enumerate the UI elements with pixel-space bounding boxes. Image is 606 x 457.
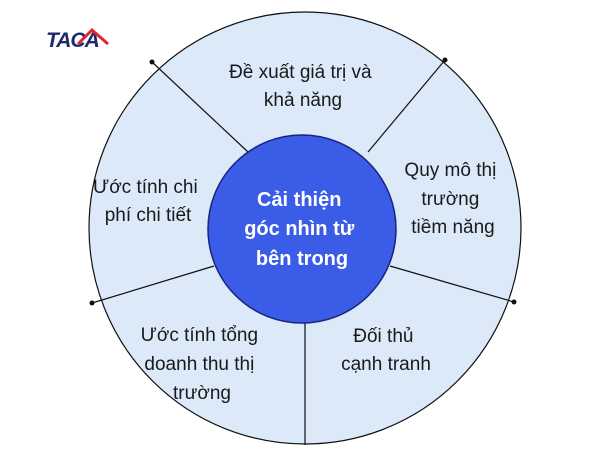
divider-line (367, 59, 446, 153)
segment-label-market-revenue: Ước tính tổng doanh thu thị trường (141, 325, 264, 404)
divider-dot (511, 299, 517, 305)
divider-dot (149, 59, 155, 65)
segment-label-cost-estimate: Ước tính chi phí chi tiết (93, 177, 203, 226)
taca-logo: TACA (46, 27, 109, 52)
divider-line (151, 61, 249, 153)
segment-label-market-size: Quy mô thị trường tiềm năng (404, 160, 501, 238)
segment-label-value-proposition: Đề xuất giá trị và khả năng (229, 62, 377, 111)
segment-dividers (89, 57, 517, 445)
divider-line (91, 265, 215, 304)
center-circle (207, 134, 397, 324)
divider-line (389, 265, 515, 303)
divider-dot (89, 300, 95, 306)
divider-dot (442, 57, 448, 63)
center-label: Cải thiện góc nhìn từ bên trong (244, 189, 360, 270)
segment-label-competitors: Đối thủ cạnh tranh (341, 326, 431, 375)
logo-swoosh-icon (76, 27, 109, 46)
